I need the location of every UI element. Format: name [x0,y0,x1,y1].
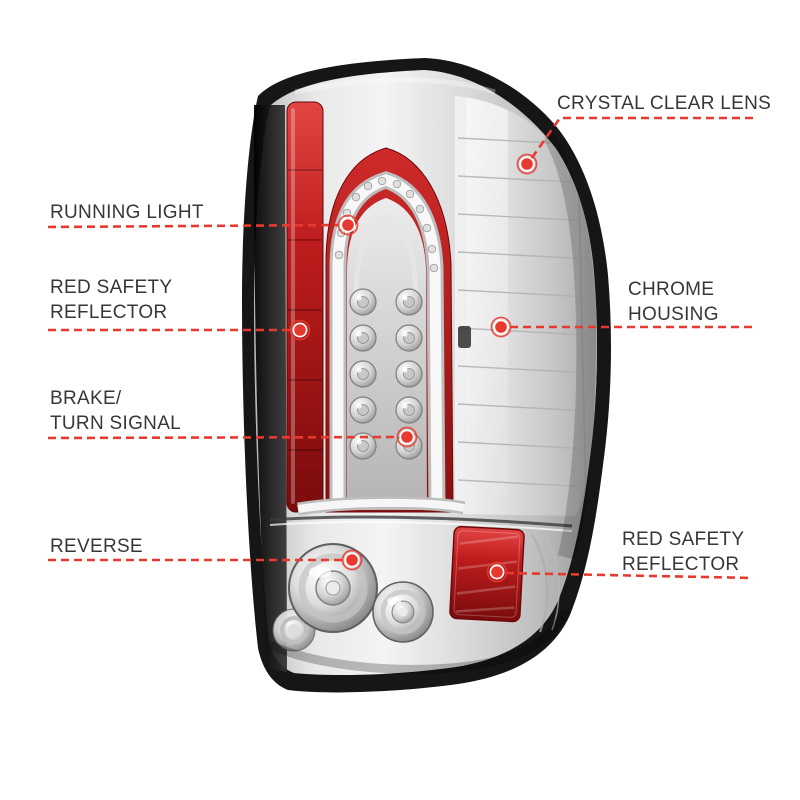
leader-lines [47,116,754,580]
bottom-shade [268,608,571,674]
callout-reverse: REVERSE [50,536,143,557]
red-safety-reflector-strip-left [286,101,324,513]
brake-turn-signal-panel [325,147,454,513]
leader-brake-turn-signal [47,435,399,440]
top-highlight-streak [294,77,496,95]
callout-running-light: RUNNING LIGHT [50,202,204,223]
marker-running-light [337,214,359,236]
marker-chrome-housing [490,316,512,338]
running-light-tube [329,171,446,511]
lens-vent-slot [458,326,471,348]
marker-reverse [341,549,363,571]
right-edge-shade [544,130,596,560]
callout-brake-turn-signal: BRAKE/ TURN SIGNAL [50,388,182,435]
tube-led-dots [334,176,439,273]
arch-inner-chrome [347,198,427,510]
leader-red-safety-reflector-right [505,571,754,580]
lens-ribs [457,96,591,516]
callout-crystal-clear-lens: CRYSTAL CLEAR LENS [557,93,772,114]
leader-crystal-clear-lens [527,116,753,163]
marker-red-safety-reflector-left [289,319,311,341]
marker-crystal-clear-lens [516,153,538,175]
left-side-wall [253,105,287,672]
marker-brake-turn-signal [396,426,418,448]
marker-red-safety-reflector-right [486,561,508,583]
lower-tube [297,498,465,513]
section-divider [269,515,573,528]
callout-chrome-housing: CHROME HOUSING [628,279,719,326]
clear-lens-panel [455,96,597,516]
callout-red-safety-reflector-right: RED SAFETY REFLECTOR [622,529,745,576]
callout-red-safety-reflector-left: RED SAFETY REFLECTOR [50,277,173,324]
leader-running-light [47,223,340,229]
tail-light-body [242,58,611,693]
marker-dots [289,153,538,583]
